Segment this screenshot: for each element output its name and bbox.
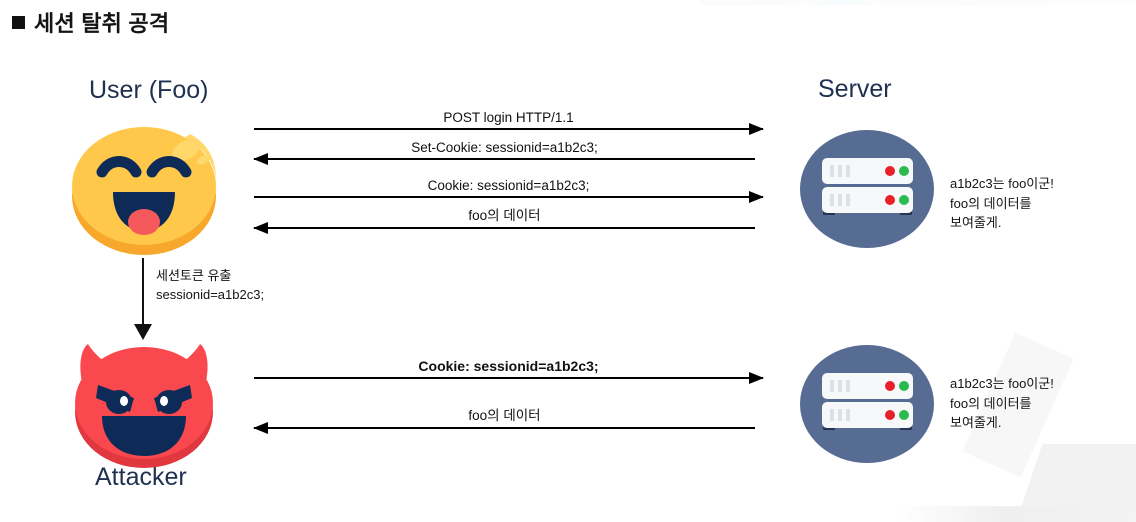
session-leak-line2: sessionid=a1b2c3; (156, 286, 265, 302)
message-arrow-set-cookie: Set-Cookie: sessionid=a1b2c3; (253, 134, 755, 165)
arrow-head-left-icon (253, 222, 268, 234)
server-note-top: a1b2c3는 foo이군! foo의 데이터를 보여줄게. (950, 174, 1054, 233)
top-decorative-strip (700, 0, 1136, 5)
message-label: foo의 데이터 (468, 408, 541, 423)
message-arrow-cookie-user: Cookie: sessionid=a1b2c3; (254, 172, 764, 203)
message-label: Cookie: sessionid=a1b2c3; (418, 358, 599, 374)
angry-devil-face-icon (75, 344, 213, 468)
server-note-bottom-line2: foo의 데이터를 (950, 395, 1032, 411)
arrow-head-left-icon (253, 153, 268, 165)
server-note-bottom-line3: 보여줄게. (950, 415, 1002, 430)
user-label: User (Foo) (89, 76, 209, 104)
arrow-head-right-icon (749, 191, 764, 203)
message-label: foo의 데이터 (468, 208, 541, 223)
arrow-line (254, 427, 755, 429)
page-title-text: 세션 탈취 공격 (34, 11, 170, 36)
message-arrow-cookie-attacker: Cookie: sessionid=a1b2c3; (254, 353, 764, 384)
arrow-head-left-icon (253, 422, 268, 434)
server-label: Server (818, 75, 892, 103)
message-label: Set-Cookie: sessionid=a1b2c3; (411, 140, 598, 155)
server-rack-icon (800, 345, 934, 463)
arrow-line (254, 227, 755, 229)
page-title: 세션 탈취 공격 (12, 6, 169, 38)
arrow-line (254, 158, 755, 160)
server-rack-icon (800, 130, 934, 248)
smiling-face-icon (72, 127, 216, 255)
session-leak-note: 세션토큰 유출 sessionid=a1b2c3; (156, 267, 264, 305)
server-note-bottom-line1: a1b2c3는 foo이군! (950, 376, 1054, 391)
message-arrow-foo-data-user: foo의 데이터 (253, 203, 755, 234)
watermark-shape-baseline (896, 506, 1136, 522)
arrow-line (254, 196, 763, 198)
message-arrow-post-login: POST login HTTP/1.1 (254, 104, 764, 135)
square-bullet-icon (12, 16, 25, 29)
arrow-head-right-icon (749, 123, 764, 135)
arrow-line (254, 128, 763, 130)
server-note-top-line3: 보여줄게. (950, 215, 1002, 230)
down-arrow-icon (134, 258, 152, 340)
server-note-top-line2: foo의 데이터를 (950, 195, 1032, 211)
server-note-top-line1: a1b2c3는 foo이군! (950, 176, 1054, 191)
session-leak-line1: 세션토큰 유출 (156, 268, 232, 283)
message-label: POST login HTTP/1.1 (443, 110, 574, 125)
arrow-head-right-icon (749, 372, 764, 384)
message-arrow-foo-data-attacker: foo의 데이터 (253, 403, 755, 434)
message-label: Cookie: sessionid=a1b2c3; (427, 178, 590, 193)
arrow-line (254, 377, 763, 379)
server-note-bottom: a1b2c3는 foo이군! foo의 데이터를 보여줄게. (950, 374, 1054, 433)
